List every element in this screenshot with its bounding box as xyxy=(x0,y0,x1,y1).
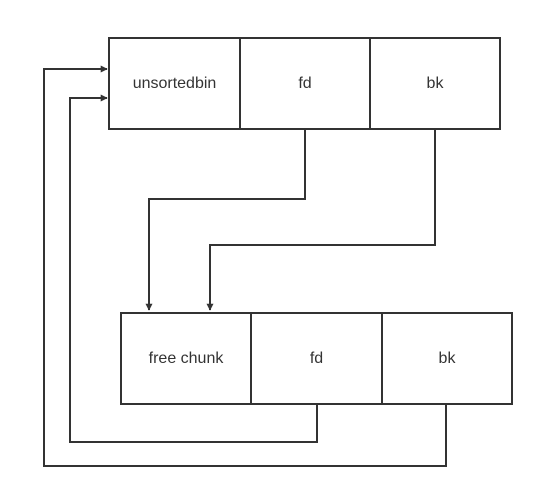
bottom-fd-label: fd xyxy=(309,349,324,367)
top-fd-cell: fd xyxy=(239,37,371,130)
arrow-top-bk-to-free-chunk xyxy=(206,129,436,311)
top-bk-label: bk xyxy=(426,74,444,92)
bottom-bk-label: bk xyxy=(438,349,456,367)
top-head-cell: unsortedbin xyxy=(108,37,241,130)
arrow-bottom-bk-to-unsortedbin xyxy=(43,65,447,467)
bottom-bk-cell: bk xyxy=(381,312,513,405)
top-fd-label: fd xyxy=(298,74,312,92)
top-head-label: unsortedbin xyxy=(132,74,217,92)
bottom-fd-cell: fd xyxy=(250,312,383,405)
bottom-head-label: free chunk xyxy=(148,349,224,367)
top-bk-cell: bk xyxy=(369,37,501,130)
arrow-top-fd-to-free-chunk xyxy=(145,129,306,311)
arrow-bottom-fd-to-unsortedbin xyxy=(69,94,318,443)
bottom-head-cell: free chunk xyxy=(120,312,252,405)
